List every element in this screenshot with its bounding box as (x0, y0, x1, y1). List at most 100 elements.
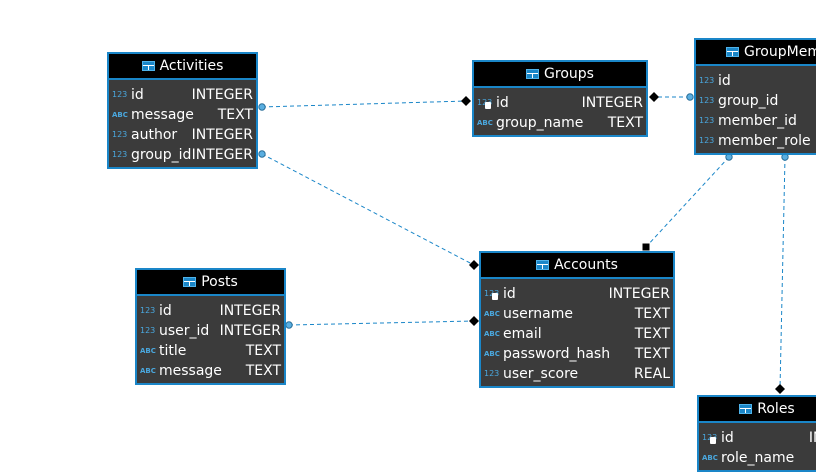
connector-target-marker (469, 316, 479, 326)
entity-columns: 123idINTABCrole_name (699, 423, 816, 468)
entity-title: Groups (544, 66, 594, 82)
entity-header[interactable]: Accounts (481, 253, 673, 279)
column-name: id (503, 286, 516, 302)
relationship-groupmembers-groups[interactable] (649, 92, 694, 102)
table-icon (536, 260, 550, 270)
connector-source-dot (285, 321, 293, 329)
connector-source-dot (686, 93, 694, 101)
entity-header[interactable]: Activities (109, 54, 256, 80)
entity-header[interactable]: Posts (137, 270, 284, 296)
column-name: group_id (131, 147, 192, 163)
numeric-type-icon: 123 (699, 136, 715, 145)
table-icon (726, 47, 739, 57)
relationship-activities-groups[interactable] (258, 96, 471, 111)
column-name: id (496, 95, 509, 111)
text-type-icon: ABC (484, 329, 500, 338)
text-type-icon: ABC (484, 349, 500, 358)
column-type: INTEGER (581, 95, 643, 111)
entity-roles[interactable]: Roles123idINTABCrole_name (697, 395, 816, 472)
table-icon (739, 404, 753, 414)
entity-title: Posts (201, 274, 238, 290)
column-type: INTEGER (219, 303, 281, 319)
column-type: TEXT (245, 343, 281, 359)
numeric-type-icon: 123 (481, 290, 503, 300)
numeric-type-icon: 123 (140, 326, 156, 335)
relationship-groupmembers-roles[interactable] (775, 153, 789, 394)
column-name: username (503, 306, 573, 322)
entity-header[interactable]: Roles (699, 397, 816, 423)
column-type: INTEGER (219, 323, 281, 339)
column-name: password_hash (503, 346, 611, 362)
numeric-type-icon: 123 (699, 76, 715, 85)
connector-line (288, 320, 475, 326)
connector-line (261, 153, 475, 266)
column-name: group_id (718, 93, 779, 109)
entity-title: Accounts (554, 257, 618, 273)
column-type: TEXT (634, 326, 670, 342)
column-name: member_role (718, 133, 811, 149)
connector-target-marker (469, 260, 479, 270)
key-icon (710, 437, 716, 444)
column-type: TEXT (634, 306, 670, 322)
column-name: email (503, 326, 542, 342)
connector-target-marker (642, 243, 650, 251)
relationship-groupmembers-accounts[interactable] (642, 153, 733, 251)
text-type-icon: ABC (140, 366, 156, 375)
column-type: REAL (634, 366, 670, 382)
numeric-type-icon: 123 (474, 99, 496, 109)
entity-header[interactable]: Groups (474, 62, 646, 88)
relationship-activities-accounts[interactable] (258, 150, 479, 270)
table-icon (141, 61, 155, 71)
column-name: message (159, 363, 222, 379)
entity-columns: 123idINTEGERABCusernameTEXTABCemailTEXTA… (481, 279, 673, 384)
column-name: id (721, 430, 734, 446)
entity-accounts[interactable]: Accounts123idINTEGERABCusernameTEXTABCem… (479, 251, 675, 388)
entity-title: Activities (159, 58, 224, 74)
column-name: group_name (496, 115, 584, 131)
column-name: author (131, 127, 178, 143)
relationship-connectors (258, 92, 789, 394)
column-type: INT (808, 430, 816, 446)
entity-header[interactable]: GroupMem (696, 40, 816, 66)
connector-target-marker (649, 92, 659, 102)
column-type: INTEGER (191, 127, 253, 143)
entity-title: GroupMem (744, 44, 816, 60)
column-name: user_score (503, 366, 579, 382)
column-type: INTEGER (191, 87, 253, 103)
text-type-icon: ABC (112, 110, 128, 119)
connector-target-marker (775, 384, 785, 394)
connector-source-dot (258, 150, 266, 158)
column-name: user_id (159, 323, 210, 339)
relationship-posts-accounts[interactable] (285, 316, 479, 329)
column-type: TEXT (217, 107, 253, 123)
